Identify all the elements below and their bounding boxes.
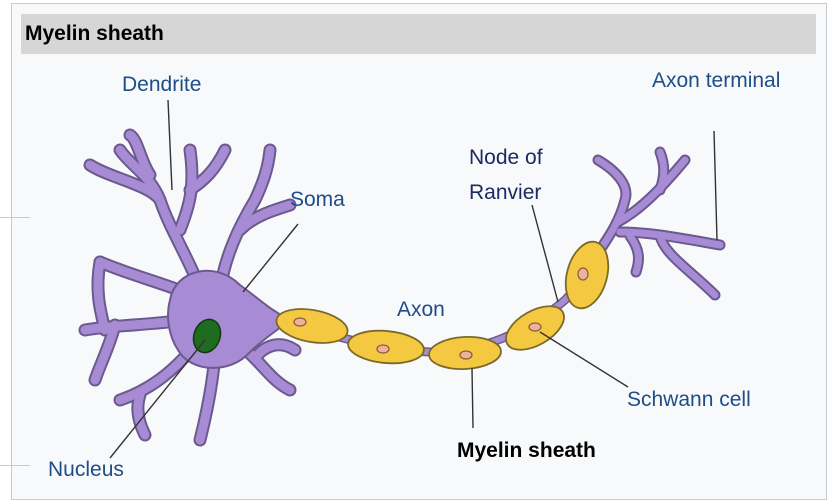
schwann-cell-label: Schwann cell	[627, 388, 751, 411]
figure-frame	[11, 3, 827, 500]
dendrite-pointer	[167, 99, 173, 191]
soma-body	[167, 269, 292, 369]
nucleus-shape	[192, 318, 222, 354]
myelin-pointer	[471, 367, 474, 429]
nucleus-label: Nucleus	[48, 458, 124, 481]
node-pointer	[531, 204, 559, 303]
myelin-sheath-label: Myelin sheath	[457, 439, 596, 462]
left-margin-tick	[0, 465, 30, 466]
left-margin-tick	[0, 217, 30, 218]
dendrite-label: Dendrite	[122, 73, 202, 96]
node-of-ranvier-label-line2: Ranvier	[469, 181, 542, 204]
panel-header: Myelin sheath	[21, 14, 816, 54]
schwann-pointer	[539, 331, 629, 388]
pointer-lines	[109, 99, 718, 459]
node-of-ranvier-label-line1: Node of	[469, 146, 543, 169]
panel-title: Myelin sheath	[25, 22, 164, 45]
myelin-segment	[275, 308, 349, 344]
soma-label: Soma	[290, 188, 345, 211]
soma-pointer	[242, 223, 299, 293]
axon-label: Axon	[397, 298, 445, 321]
schwann-nuclei	[293, 267, 589, 360]
nucleus-pointer	[109, 339, 206, 459]
axon-terminal-pointer	[713, 130, 718, 241]
axon-terminal-branches	[592, 146, 726, 301]
axon-terminal-label: Axon terminal	[652, 69, 781, 92]
